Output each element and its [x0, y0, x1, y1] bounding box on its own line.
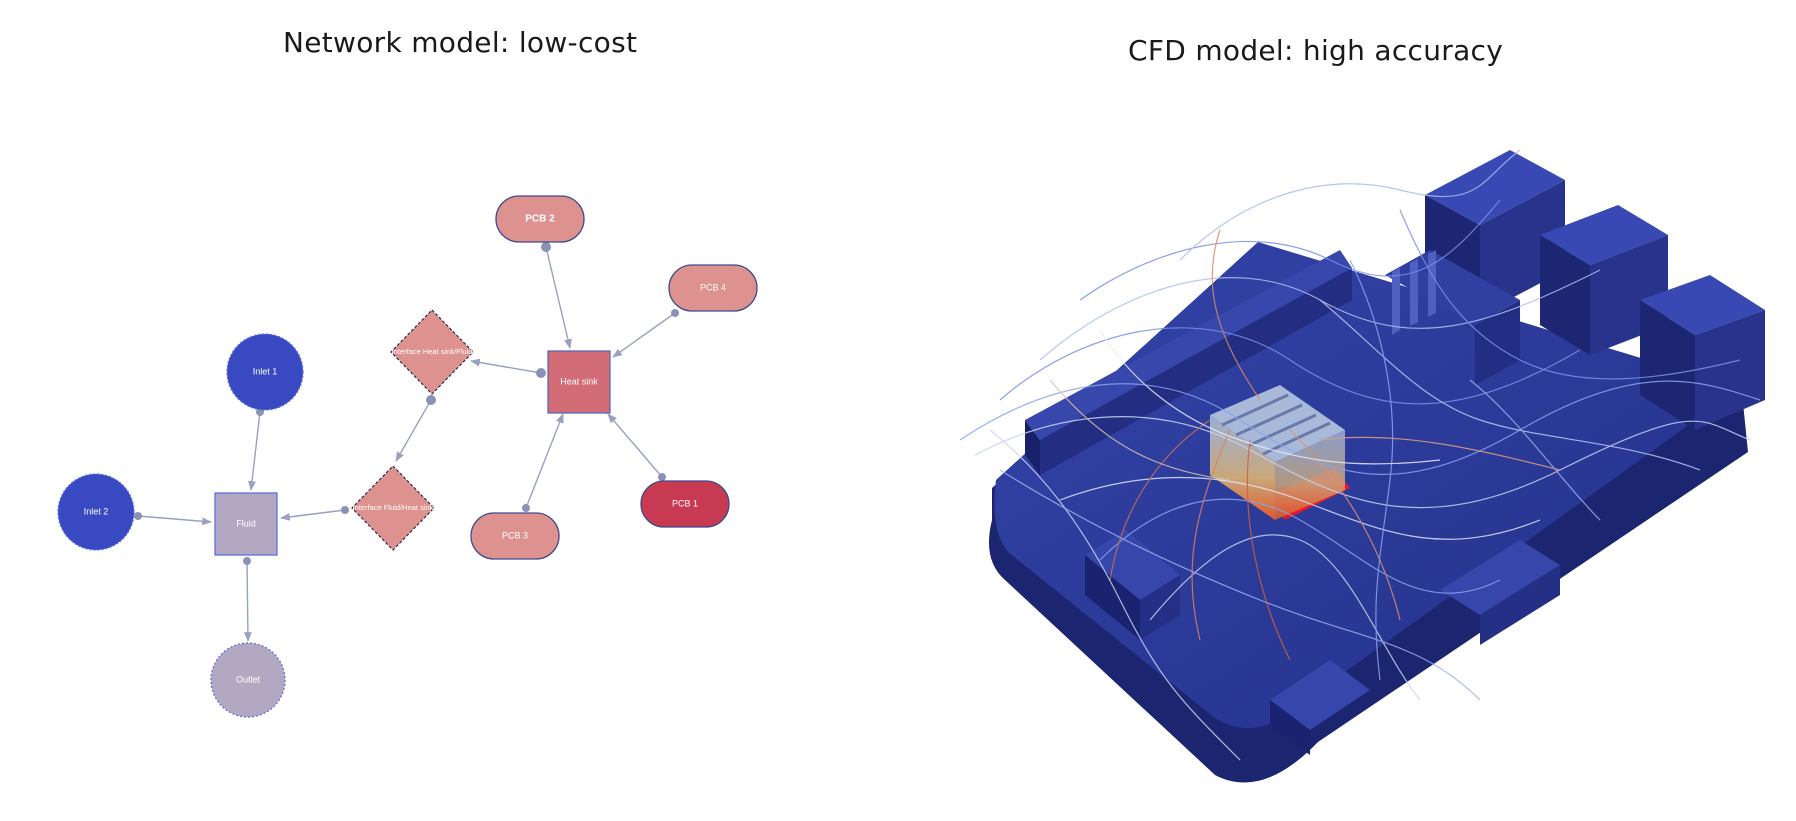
- edge-pcb4-heatsink: [612, 312, 676, 358]
- node-interface-fluid-heatsink-label: Interface Fluid/Heat sink: [353, 503, 434, 512]
- node-pcb3[interactable]: PCB 3: [470, 512, 560, 560]
- network-edges: [137, 246, 676, 642]
- network-diagram: PCB 2 PCB 4 Heat sink Interface Heat sin…: [57, 195, 758, 718]
- edge-pcb3-heatsink: [525, 413, 564, 509]
- tall-block-2: [1540, 205, 1668, 355]
- edge-heatsink-interface1: [470, 358, 542, 374]
- node-pcb4[interactable]: PCB 4: [668, 264, 758, 312]
- tall-block-3: [1640, 275, 1765, 430]
- edge-pcb1-heatsink: [607, 413, 663, 478]
- node-fluid-label: Fluid: [236, 518, 256, 528]
- central-heatsink: [1210, 385, 1350, 520]
- node-pcb3-label: PCB 3: [502, 530, 528, 540]
- node-inlet2-label: Inlet 2: [84, 506, 109, 516]
- edge-inlet2-fluid: [137, 515, 212, 526]
- node-interface-heatsink-fluid[interactable]: Interface Heat sink/Fluid: [390, 309, 474, 395]
- edge-interface2-fluid: [280, 509, 346, 521]
- node-pcb1[interactable]: PCB 1: [640, 480, 730, 528]
- node-interface-fluid-heatsink[interactable]: Interface Fluid/Heat sink: [351, 465, 435, 551]
- node-pcb4-label: PCB 4: [700, 282, 726, 292]
- right-heatsink: [1385, 250, 1520, 385]
- node-interface-heatsink-fluid-label: Interface Heat sink/Fluid: [392, 347, 473, 356]
- node-heat-sink-label: Heat sink: [560, 376, 598, 386]
- edge-fluid-outlet: [243, 560, 252, 642]
- node-pcb1-label: PCB 1: [672, 498, 698, 508]
- node-outlet[interactable]: Outlet: [210, 642, 286, 718]
- left-rail: [1025, 250, 1352, 475]
- node-heat-sink[interactable]: Heat sink: [547, 350, 611, 414]
- node-pcb2[interactable]: PCB 2: [495, 195, 585, 243]
- node-pcb2-label: PCB 2: [525, 214, 555, 225]
- node-inlet1[interactable]: Inlet 1: [226, 333, 304, 411]
- edge-pcb2-heatsink: [545, 246, 572, 349]
- edge-inlet1-fluid: [248, 411, 261, 491]
- streamlines: [959, 149, 1761, 761]
- node-outlet-label: Outlet: [236, 674, 261, 684]
- node-fluid[interactable]: Fluid: [214, 492, 278, 556]
- node-inlet2[interactable]: Inlet 2: [57, 473, 135, 551]
- lower-blocks: [1085, 530, 1560, 755]
- edge-ports: [134, 242, 679, 565]
- edge-interface1-interface2: [395, 399, 432, 462]
- heatsink-fins: [1221, 393, 1331, 456]
- node-inlet1-label: Inlet 1: [253, 366, 278, 376]
- cfd-model-title: CFD model: high accuracy: [1128, 34, 1504, 67]
- network-model-title: Network model: low-cost: [283, 26, 638, 59]
- cfd-render: [959, 149, 1765, 783]
